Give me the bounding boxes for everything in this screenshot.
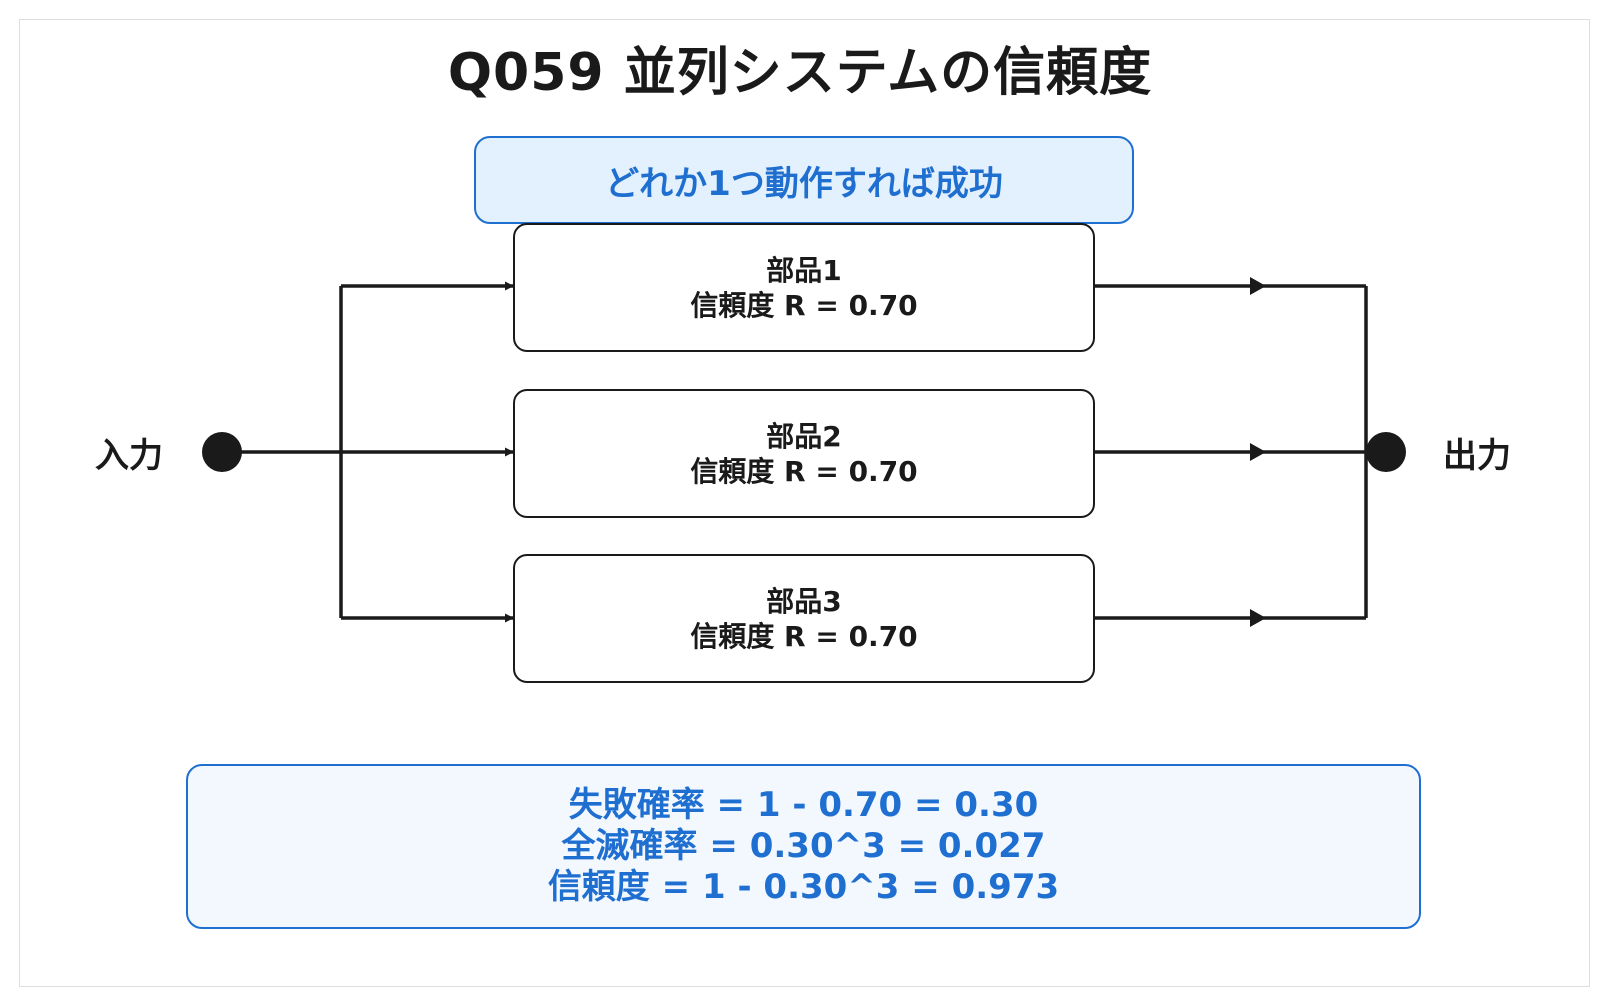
total-failure-line: 全滅確率 = 0.30^3 = 0.027 (561, 826, 1046, 866)
arrow-out-3 (1250, 609, 1266, 627)
output-label: 出力 (1443, 436, 1511, 476)
page-title: Q059 並列システムの信頼度 (447, 43, 1153, 103)
component-name: 部品1 (766, 253, 842, 287)
component-box-2: 部品2 信頼度 R = 0.70 (513, 389, 1095, 518)
arrow-out-1 (1250, 277, 1266, 295)
component-reliability: 信頼度 R = 0.70 (690, 288, 918, 322)
calculation-box: 失敗確率 = 1 - 0.70 = 0.30 全滅確率 = 0.30^3 = 0… (186, 764, 1421, 929)
component-reliability: 信頼度 R = 0.70 (690, 454, 918, 488)
component-box-1: 部品1 信頼度 R = 0.70 (513, 223, 1095, 352)
success-condition-note: どれか1つ動作すれば成功 (474, 136, 1134, 224)
arrow-out-2 (1250, 443, 1266, 461)
component-box-3: 部品3 信頼度 R = 0.70 (513, 554, 1095, 683)
component-name: 部品3 (766, 584, 842, 618)
input-terminal-dot (202, 432, 242, 472)
input-label: 入力 (95, 436, 163, 476)
component-reliability: 信頼度 R = 0.70 (690, 619, 918, 653)
component-name: 部品2 (766, 419, 842, 453)
system-reliability-line: 信頼度 = 1 - 0.30^3 = 0.973 (547, 867, 1060, 907)
failure-probability-line: 失敗確率 = 1 - 0.70 = 0.30 (568, 785, 1039, 825)
output-terminal-dot (1366, 432, 1406, 472)
